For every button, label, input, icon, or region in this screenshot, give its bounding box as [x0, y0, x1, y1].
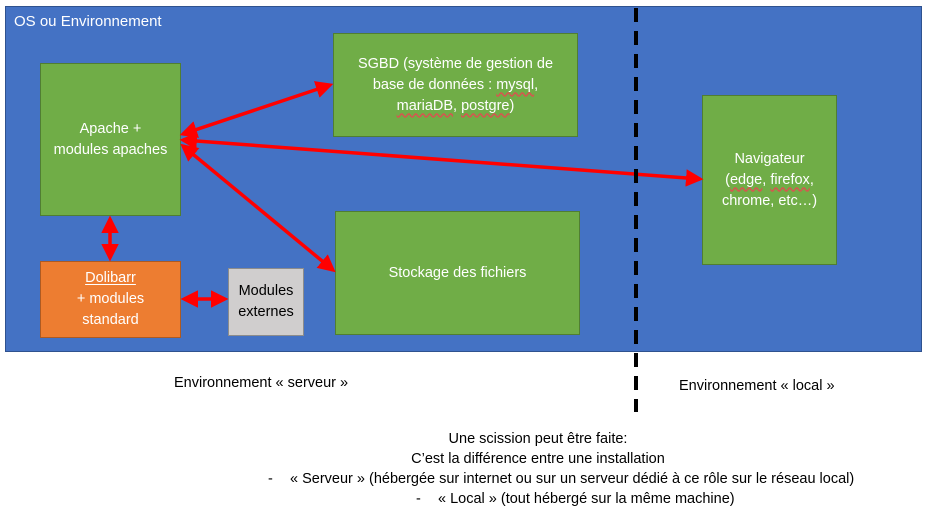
arrow-apache-stockage [180, 143, 336, 273]
bullet-dash: - [416, 491, 421, 507]
environment-title: OS ou Environnement [14, 13, 162, 30]
arrow-apache-navigateur [179, 132, 704, 187]
nav-comma: , [809, 171, 814, 188]
caption-local: Environnement « local » [679, 378, 835, 394]
bullet-dash: - [268, 471, 273, 487]
note-line2: C’est la différence entre une installati… [411, 451, 665, 467]
navigateur-line2: (edge, firefox, [722, 170, 817, 191]
sgbd-mysql: mysql [496, 76, 535, 93]
note-line1: Une scission peut être faite: [448, 431, 628, 447]
modules-externes-line2: externes [238, 304, 294, 320]
nav-edge: edge [729, 171, 763, 188]
dolibarr-line1: Dolibarr [85, 270, 136, 286]
apache-line2: modules apaches [53, 141, 168, 158]
dolibarr-box: Dolibarr + modules standard [40, 261, 181, 338]
sgbd-line3-sep: , [453, 97, 462, 114]
navigateur-line3: chrome, etc…) [721, 192, 818, 209]
dolibarr-line3: standard [82, 312, 139, 328]
stockage-box: Stockage des fichiers [335, 211, 580, 335]
apache-line1: Apache + [79, 120, 142, 137]
nav-firefox: firefox [770, 171, 810, 188]
modules-externes-box: Modules externes [228, 268, 304, 336]
navigateur-box: Navigateur (edge, firefox, chrome, etc…) [702, 95, 837, 265]
sgbd-line2: base de données : mysql, [358, 75, 553, 96]
sgbd-line3: mariaDB, postgre) [358, 96, 553, 117]
caption-serveur: Environnement « serveur » [174, 375, 349, 391]
nav-paren: ( [725, 171, 730, 188]
stockage-label: Stockage des fichiers [388, 264, 527, 281]
note-bullet1-text: « Serveur » (hébergée sur internet ou su… [290, 471, 855, 487]
sgbd-line1: SGBD (système de gestion de [357, 55, 554, 72]
note-bullet2-text: « Local » (tout hébergé sur la même mach… [438, 491, 735, 507]
sgbd-line3-paren: ) [509, 97, 515, 114]
note-bullet-local: - « Local » (tout hébergé sur la même ma… [268, 489, 927, 509]
apache-box: Apache + modules apaches [40, 63, 181, 216]
sgbd-line2-text: base de données : [372, 76, 497, 93]
sgbd-line2-comma: , [534, 76, 539, 93]
sgbd-mariadb: mariaDB [396, 97, 454, 114]
navigateur-line1: Navigateur [734, 150, 805, 167]
note-bullet-serveur: - « Serveur » (hébergée sur internet ou … [268, 469, 927, 489]
explanation-note: Une scission peut être faite: C’est la d… [268, 429, 927, 509]
modules-externes-line1: Modules [238, 283, 294, 299]
nav-sep: , [762, 171, 771, 188]
sgbd-postgre: postgre [461, 97, 510, 114]
dolibarr-line2: + modules [76, 291, 145, 307]
arrow-apache-sgbd [179, 81, 334, 138]
